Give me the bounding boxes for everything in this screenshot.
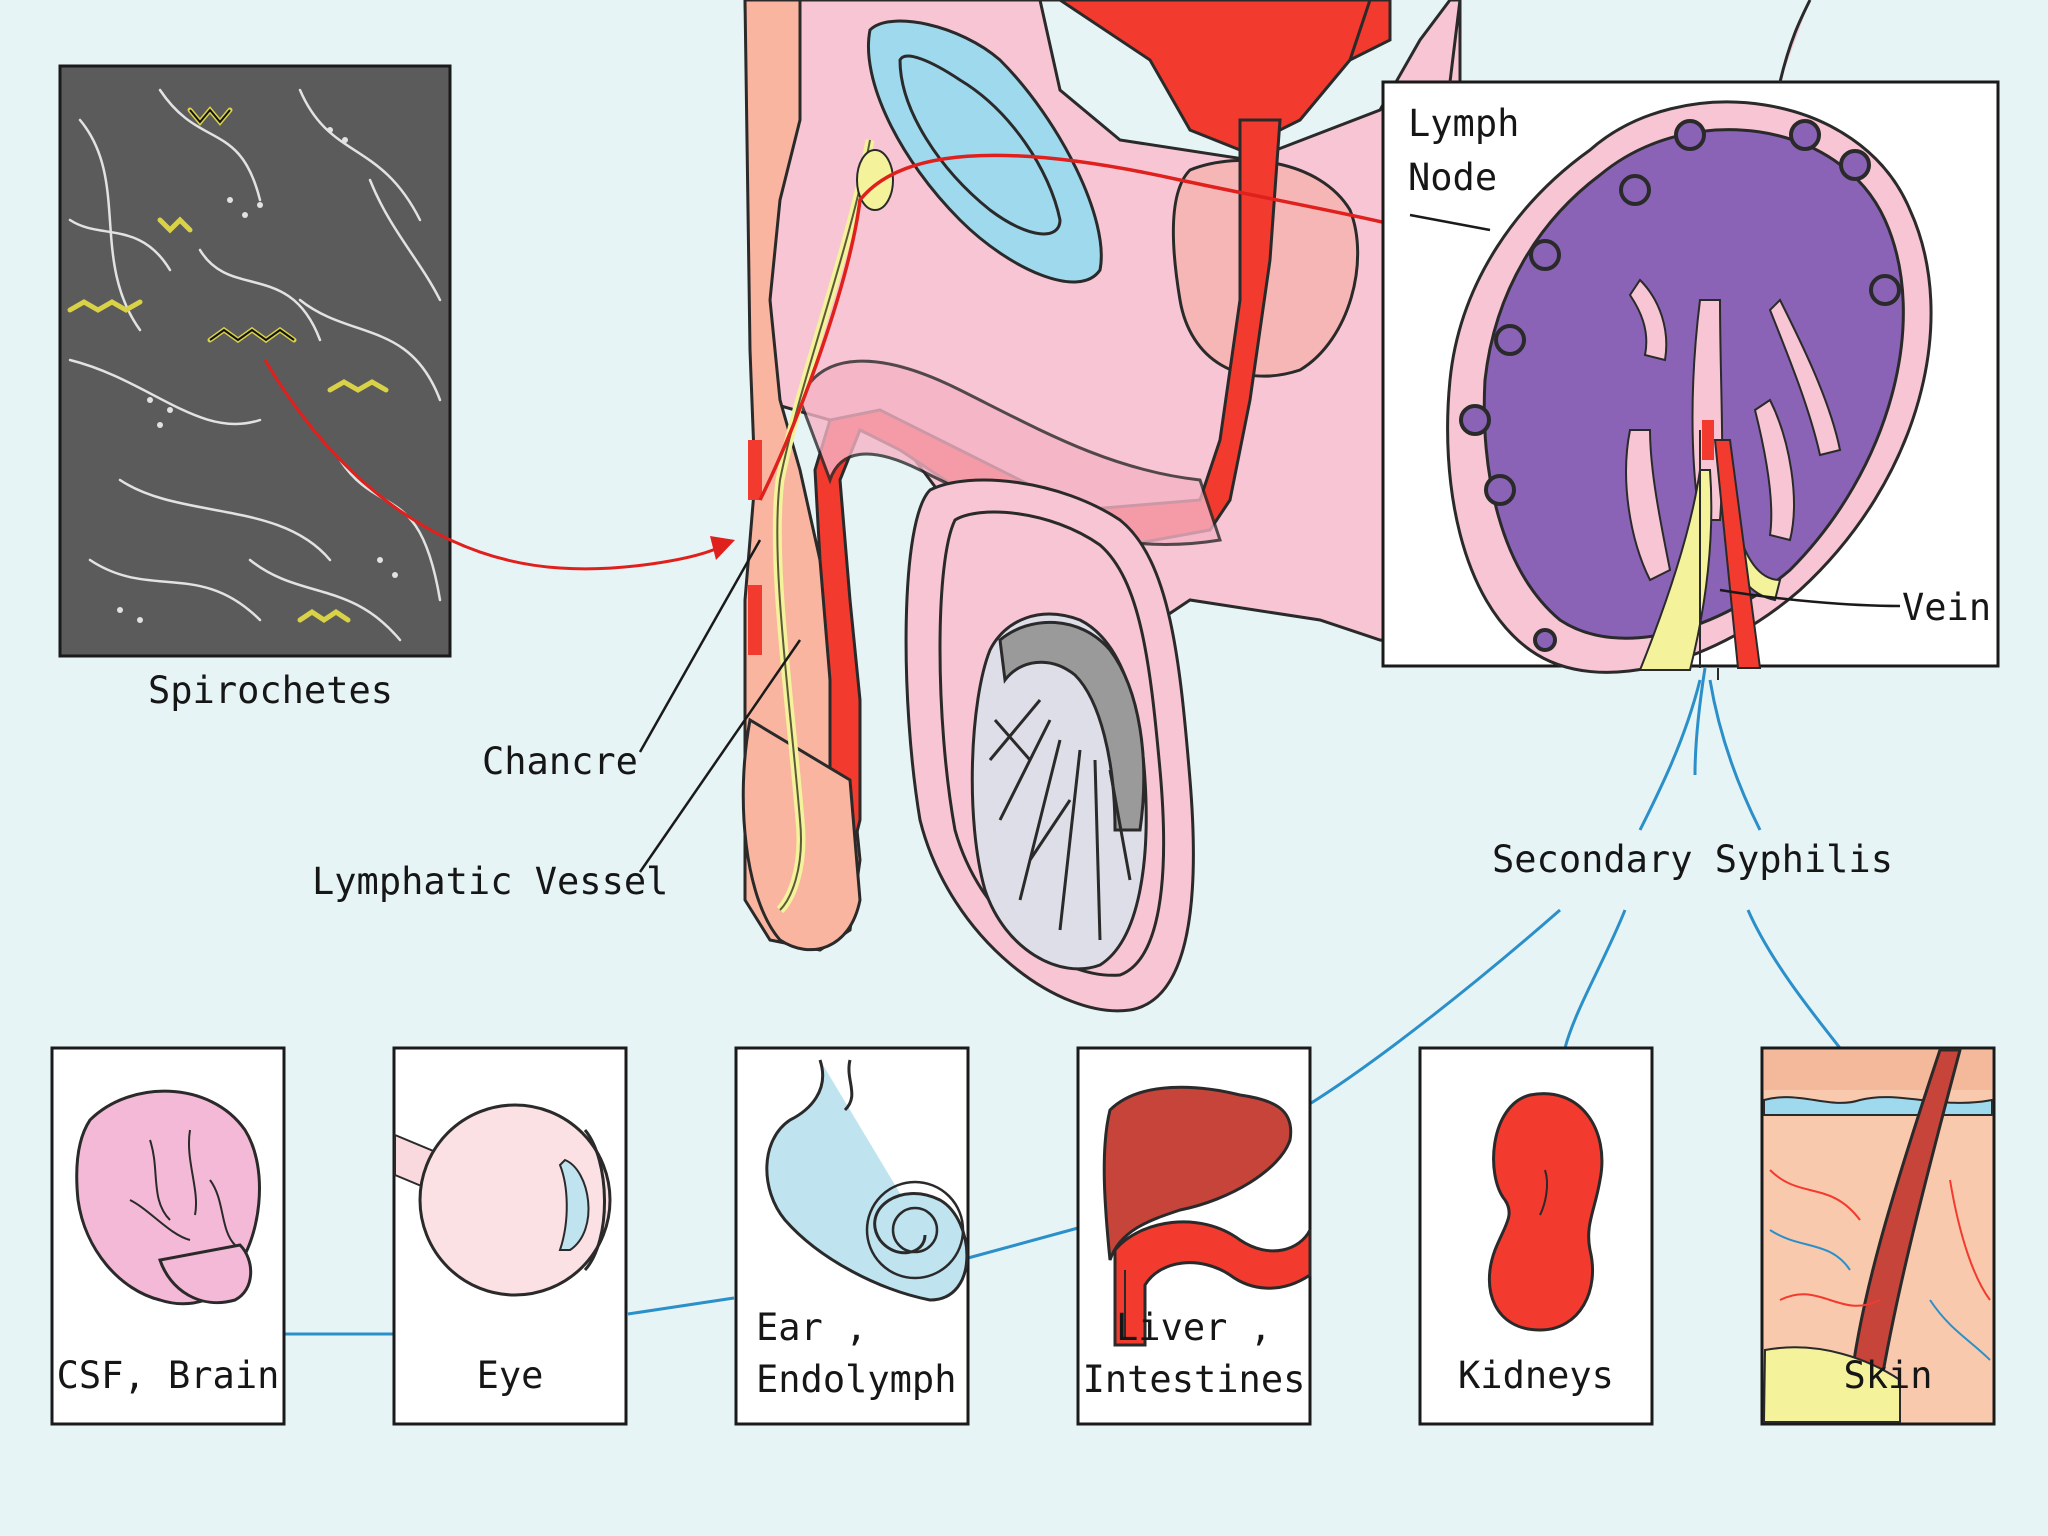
organ-box-brain	[50, 1046, 286, 1426]
organ-box-kidney	[1418, 1046, 1654, 1426]
label-spirochetes: Spirochetes	[148, 669, 393, 712]
label-organ-liver: Liver ,	[1116, 1306, 1272, 1349]
vein-pointer	[1719, 588, 1901, 608]
label-organ-brain: CSF, Brain	[57, 1354, 280, 1397]
label-organ-liver-2: Intestines	[1083, 1358, 1306, 1401]
inguinal-node	[856, 149, 894, 211]
kidney-icon	[1487, 1092, 1604, 1332]
ear-cochlea-icon	[765, 1059, 969, 1302]
chancre-mark-lower	[748, 585, 762, 655]
organ-box-skin	[1760, 1046, 1996, 1426]
spirochetes-panel	[58, 64, 452, 658]
label-chancre: Chancre	[482, 740, 638, 783]
scrotum-inner	[938, 510, 1166, 977]
lymph-node-red-top	[1702, 420, 1714, 460]
lymphatic-vessel-pointer	[638, 639, 802, 873]
spirochetes-arrow	[263, 359, 719, 571]
lymphatic-vessel-outline	[776, 139, 871, 911]
label-vein: Vein	[1902, 586, 1991, 629]
label-organ-ear: Ear ,	[756, 1306, 867, 1349]
label-lymphatic-vessel: Lymphatic Vessel	[312, 860, 668, 903]
lymph-follicles	[1459, 119, 1901, 652]
dissemination-lines	[285, 667, 1842, 1336]
anatomy-cross-section	[741, 0, 1462, 1013]
organ-labels: CSF, Brain Eye Ear , Endolymph Liver , Intest…	[57, 1306, 1933, 1401]
intestines-icon	[1113, 1220, 1312, 1347]
testis-lobules	[988, 699, 1132, 941]
label-organ-kidney: Kidneys	[1458, 1354, 1614, 1397]
organ-box-liver	[1076, 1046, 1312, 1426]
chancre-pointer	[638, 539, 762, 753]
label-organ-eye: Eye	[477, 1354, 544, 1397]
chancre-mark	[748, 440, 762, 500]
label-lymph-node-1: Lymph	[1408, 102, 1519, 145]
label-organ-skin: Skin	[1843, 1354, 1932, 1397]
organ-box-eye	[392, 1046, 628, 1426]
bladder-inner	[898, 54, 1062, 236]
label-organ-ear-2: Endolymph	[756, 1358, 956, 1401]
bladder	[867, 19, 1103, 284]
penis-shaft	[798, 359, 1222, 547]
liver-icon	[1102, 1085, 1293, 1261]
label-lymph-node-2: Node	[1408, 156, 1497, 199]
skin-icon	[1848, 1048, 1962, 1392]
lymph-node-hilum-yellow	[1638, 469, 1713, 671]
spirochetes-arrowhead	[710, 536, 735, 560]
label-secondary-syphilis: Secondary Syphilis	[1492, 838, 1893, 881]
organ-box-ear	[734, 1046, 970, 1426]
lymph-node-panel	[1381, 0, 2000, 680]
epididymis	[998, 620, 1146, 832]
